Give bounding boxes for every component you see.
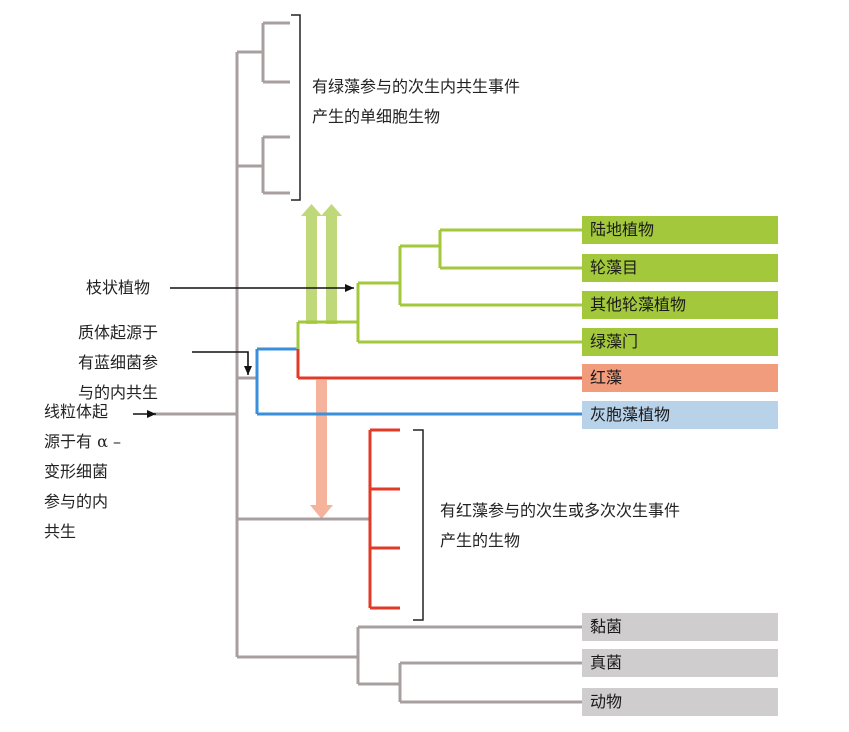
gray-branches (154, 21, 584, 704)
taxon-box-chlorophyta: 绿藻门 (582, 328, 778, 356)
taxon-label: 其他轮藻植物 (590, 295, 687, 314)
taxon-box-other-charophytes: 其他轮藻植物 (582, 291, 778, 319)
taxon-label: 灰胞藻植物 (590, 405, 671, 424)
taxon-box-animals: 动物 (582, 688, 778, 716)
taxon-label: 陆地植物 (590, 220, 655, 239)
red-secondary-annotation: 有红藻参与的次生或多次次生事件 产生的生物 (440, 501, 681, 550)
blue-branches (255, 347, 584, 416)
plastid-origin-annotation: 质体起源于 有蓝细菌参 与的内共生 (78, 323, 159, 402)
green-branches (296, 228, 584, 349)
taxon-label: 真菌 (590, 653, 623, 672)
green-secondary-annotation: 有绿藻参与的次生内共生事件 产生的单细胞生物 (312, 77, 521, 126)
taxon-label: 绿藻门 (590, 332, 639, 351)
taxon-box-glaucophytes: 灰胞藻植物 (582, 401, 778, 429)
red-transfer-arrow (310, 380, 333, 519)
green-transfer-arrows (301, 204, 342, 324)
streptophyta-label: 枝状植物 (86, 278, 151, 297)
taxon-box-land-plants: 陆地植物 (582, 216, 778, 244)
mitochondria-origin-annotation: 线粒体起 源于有 α – 变形细菌 参与的内 共生 (44, 402, 121, 541)
taxon-label: 黏菌 (590, 617, 623, 636)
taxon-box-red-algae: 红藻 (582, 364, 778, 392)
annotation-brackets (291, 14, 424, 621)
taxon-label: 动物 (590, 692, 623, 711)
taxon-label: 红藻 (590, 368, 623, 387)
red-branches (296, 349, 584, 610)
pointer-arrows (133, 284, 354, 418)
taxon-box-slime-molds: 黏菌 (582, 613, 778, 641)
taxon-box-charophytes: 轮藻目 (582, 254, 778, 282)
taxon-label: 轮藻目 (590, 258, 639, 277)
taxon-box-fungi: 真菌 (582, 649, 778, 677)
